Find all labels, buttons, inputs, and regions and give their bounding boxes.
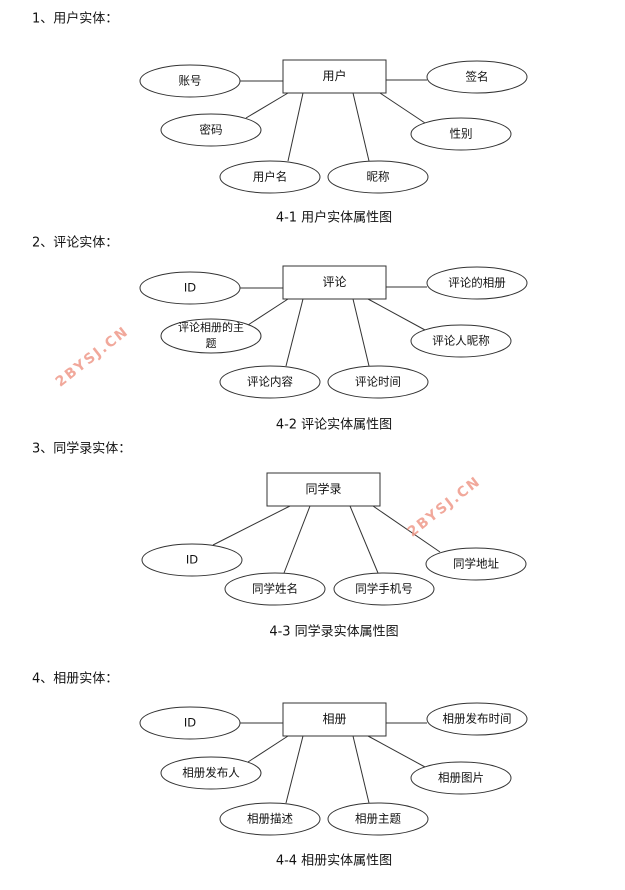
attribute-label: ID [184, 716, 196, 730]
connector-line [352, 92, 370, 162]
attribute-ellipse [327, 365, 429, 399]
connector-line [212, 505, 291, 546]
attribute-ellipse [219, 802, 321, 836]
attribute-ellipse [219, 365, 321, 399]
attribute-ellipse [139, 271, 241, 305]
attribute-label: 账号 [179, 74, 202, 88]
attribute-label: 同学手机号 [355, 582, 413, 596]
attribute-ellipse [410, 117, 512, 151]
attribute-label: 同学姓名 [252, 582, 298, 596]
attribute-ellipse [425, 547, 527, 581]
connector-line [367, 298, 426, 331]
attribute-label: 评论相册的主 [178, 320, 244, 334]
entity-label-3: 同学录 [305, 481, 341, 496]
entity-box-1 [282, 59, 387, 94]
attribute-label: 相册发布人 [182, 766, 240, 780]
attribute-label: 评论人昵称 [432, 334, 490, 348]
connector-line [283, 505, 311, 574]
attribute-ellipse [333, 572, 435, 606]
attribute-ellipse [327, 160, 429, 194]
connector-line [247, 735, 289, 763]
section-heading-4: 4、相册实体： [32, 672, 118, 687]
section-heading-1: 1、用户实体： [32, 11, 118, 27]
connector-line [349, 505, 379, 574]
attribute-label: 评论内容 [247, 375, 293, 389]
entity-label-1: 用户 [322, 68, 346, 83]
watermark-stamp: 2BYSJ.CN [53, 323, 133, 390]
attribute-ellipse [160, 318, 262, 354]
entity-label-4: 相册 [322, 712, 346, 726]
connector-line [285, 735, 304, 804]
attribute-ellipse [141, 543, 243, 577]
attribute-label: ID [184, 281, 196, 295]
attribute-ellipse [139, 706, 241, 740]
attribute-label: 用户名 [253, 170, 288, 184]
attribute-label: 评论时间 [355, 375, 401, 389]
attribute-label: 相册图片 [438, 771, 484, 785]
attribute-label: 性别 [450, 127, 473, 141]
entity-box-3 [266, 472, 381, 507]
attribute-label: 评论的相册 [448, 276, 506, 290]
entity-label-2: 评论 [322, 275, 346, 289]
entity-box-4 [282, 702, 387, 737]
attribute-label: 相册发布时间 [443, 712, 512, 726]
connector-lines [212, 79, 441, 804]
connector-line [287, 92, 304, 162]
attribute-ellipse [327, 802, 429, 836]
attribute-label: 同学地址 [453, 557, 499, 571]
entity-box-2 [282, 265, 387, 300]
figure-caption-3: 4-3 同学录实体属性图 [269, 624, 398, 640]
attribute-label: 相册描述 [247, 812, 293, 826]
connector-line [372, 505, 441, 553]
attribute-ellipse [139, 64, 241, 98]
watermark-stamp: 2BYSJ.CN [405, 473, 485, 540]
diagram-shapes [139, 59, 528, 836]
attribute-label: ID [186, 553, 198, 567]
connector-line [245, 92, 289, 119]
connector-line [352, 735, 370, 804]
attribute-ellipse [426, 60, 528, 94]
section-heading-3: 3、同学录实体： [32, 441, 131, 457]
attribute-ellipse [160, 756, 262, 790]
figure-caption-4: 4-4 相册实体属性图 [276, 854, 392, 869]
attribute-ellipse [410, 761, 512, 795]
attribute-ellipse [160, 113, 262, 147]
attribute-ellipse [219, 160, 321, 194]
attribute-label: 相册主题 [355, 812, 401, 826]
attribute-ellipse [426, 702, 528, 736]
figure-caption-2: 4-2 评论实体属性图 [276, 418, 392, 433]
connector-line [379, 92, 426, 124]
attribute-ellipse [426, 266, 528, 300]
figure-caption-1: 4-1 用户实体属性图 [276, 210, 392, 226]
connector-line [352, 298, 370, 367]
connector-line [285, 298, 304, 367]
attribute-ellipse [410, 324, 512, 358]
section-heading-2: 2、评论实体： [32, 236, 118, 251]
attribute-ellipse [224, 572, 326, 606]
connector-line [367, 735, 426, 768]
attribute-label: 题 [206, 337, 217, 350]
attribute-label: 昵称 [367, 170, 390, 184]
attribute-label: 密码 [200, 123, 223, 137]
connector-line [247, 298, 289, 326]
attribute-label: 签名 [466, 70, 489, 84]
